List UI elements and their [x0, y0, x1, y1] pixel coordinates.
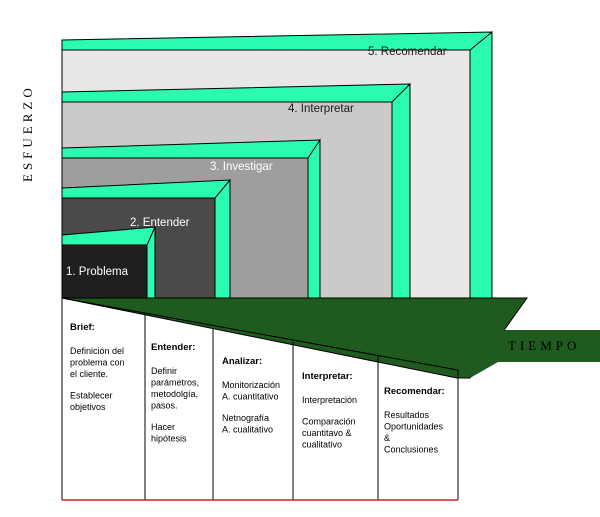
panel-line: Comparación: [302, 417, 356, 427]
stage-label: 1. Problema: [66, 266, 129, 278]
panel-line: cualitativo: [302, 440, 342, 450]
x-axis-label: TIEMPO: [508, 338, 580, 353]
panel-line: Hacer: [151, 422, 175, 432]
panel-line: A. cuantitativo: [222, 392, 279, 402]
panel-heading: Analizar:: [222, 356, 262, 367]
panel-line: Establecer: [70, 391, 113, 401]
ground-plane-top: [61, 297, 528, 379]
panel-line: Monitorización: [222, 380, 280, 390]
stage-label: 5. Recomendar: [368, 46, 447, 58]
panel-line: Resultados: [384, 410, 430, 420]
panel-line: parámetros,: [151, 378, 199, 388]
panel-line: A. cualitativo: [222, 425, 273, 435]
stage-label: 3. Investigar: [210, 161, 273, 173]
panel-line: cuantitavo &: [302, 428, 352, 438]
stage-label: 2. Entender: [130, 217, 190, 229]
panel-3: Analizar: Monitorización A. cuantitativoNe…: [222, 356, 280, 435]
panel-line: Definir: [151, 366, 177, 376]
panel-2: Entender: Definir parámetros,metodolgía, pa…: [151, 342, 199, 444]
panel-line: Conclusiones: [384, 445, 439, 455]
panel-line: pasos.: [151, 401, 178, 411]
stage-step-1: 1. Problema: [61, 226, 156, 314]
y-axis-label: ESFUERZO: [20, 84, 35, 182]
panel-line: problema con: [70, 358, 125, 368]
panel-heading: Brief:: [70, 322, 95, 333]
ground-plane: [61, 297, 600, 379]
panel-line: Netnografía: [222, 413, 269, 423]
panel-line: hipótesis: [151, 434, 187, 444]
panel-line: Oportunidades: [384, 422, 444, 432]
panel-heading: Entender:: [151, 342, 195, 353]
stage-label: 4. Interpretar: [288, 103, 354, 115]
time-arrow-band: [470, 330, 600, 378]
panel-line: Interpretación: [302, 395, 357, 405]
panel-line: &: [384, 433, 390, 443]
panel-line: el cliente.: [70, 369, 108, 379]
panel-line: objetivos: [70, 402, 106, 412]
panel-heading: Recomendar:: [384, 386, 445, 397]
panel-line: metodolgía,: [151, 389, 198, 399]
panel-heading: Interpretar:: [302, 371, 353, 382]
panel-line: Definición del: [70, 346, 124, 356]
stage-steps: 5. Recomendar 4. Interpretar 3. Investigar…: [61, 30, 493, 369]
panel-4: Interpretar:InterpretaciónComparacióncua…: [302, 371, 357, 450]
axes: ESFUERZO TIEMPO: [20, 84, 580, 353]
panels-top-edge: [61, 297, 459, 371]
